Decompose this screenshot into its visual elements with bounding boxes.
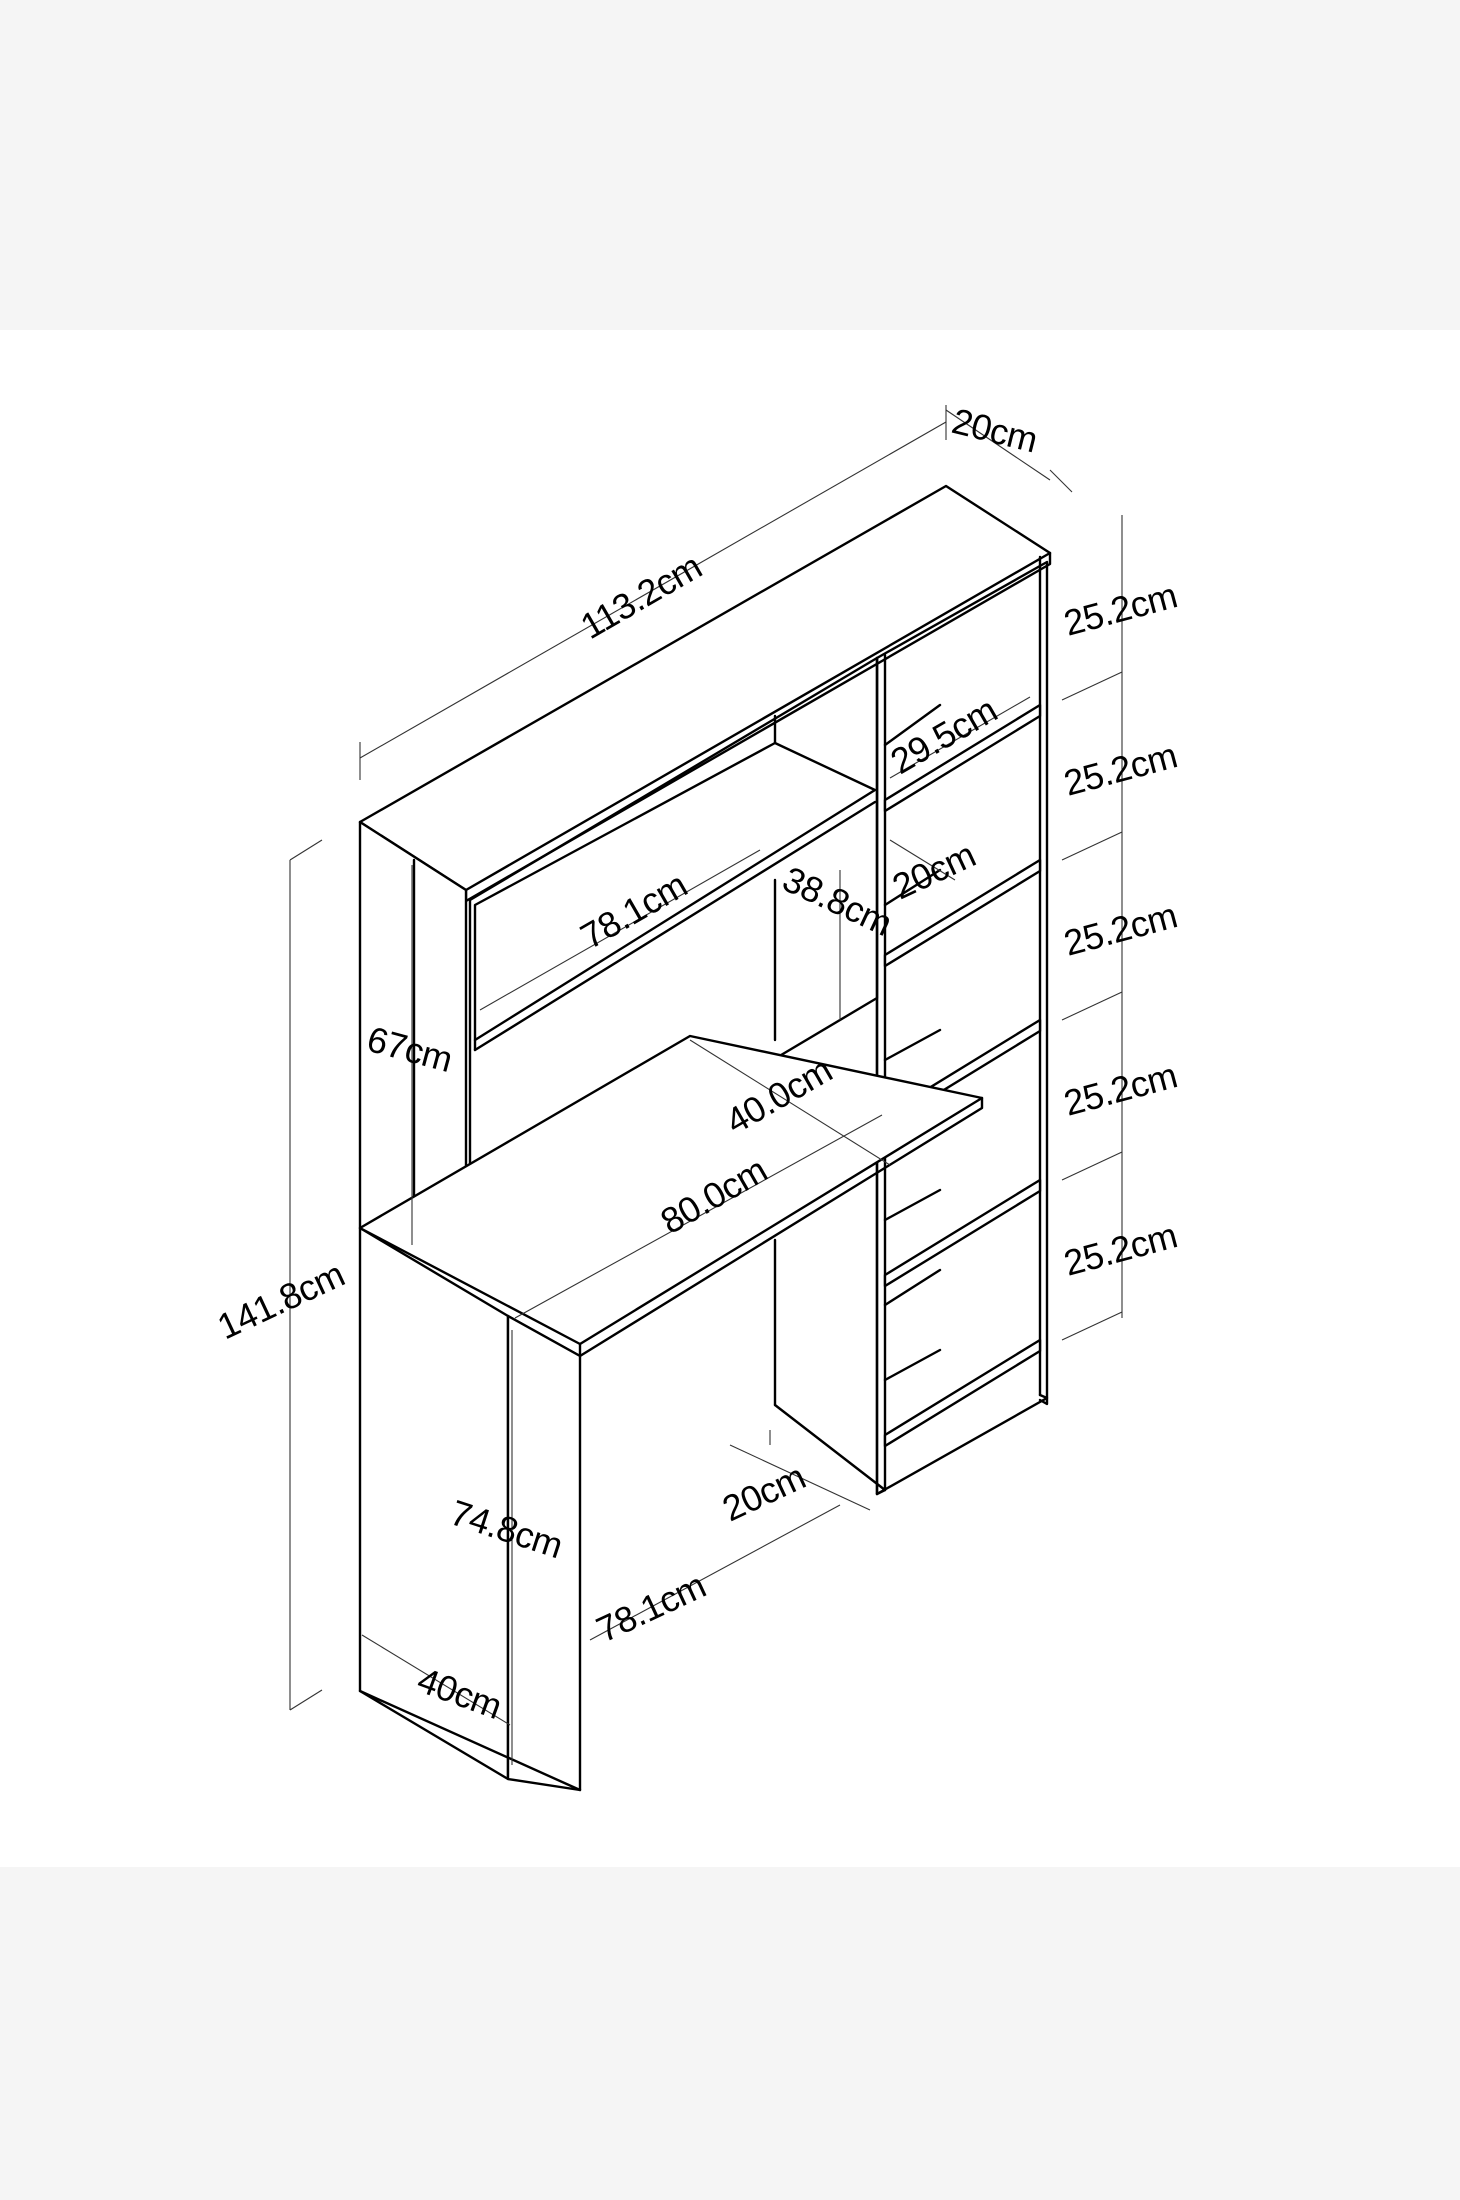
bookcase-shelves <box>883 703 1042 1448</box>
dimension-lines <box>289 405 1123 1765</box>
label-shelf-height-2: 25.2cm <box>1059 734 1181 803</box>
label-leg-span: 78.1cm <box>590 1564 712 1650</box>
label-shelf-height-3: 25.2cm <box>1059 894 1181 963</box>
label-shelf-depth: 20cm <box>948 400 1041 461</box>
label-total-width: 113.2cm <box>574 545 709 646</box>
label-shelf-height-4: 25.2cm <box>1059 1054 1181 1123</box>
desk-dimension-drawing: 113.2cm 20cm 25.2cm 25.2cm 25.2cm 25.2cm… <box>211 400 1181 1792</box>
desk-outline <box>358 484 1052 1792</box>
diagram-canvas: 113.2cm 20cm 25.2cm 25.2cm 25.2cm 25.2cm… <box>0 330 1460 1867</box>
hutch-shelf <box>473 741 877 1042</box>
label-leg-depth: 20cm <box>716 1456 811 1530</box>
label-shelf-height-1: 25.2cm <box>1059 574 1181 643</box>
label-total-height: 141.8cm <box>211 1253 350 1347</box>
label-shelf-height-5: 25.2cm <box>1059 1214 1181 1283</box>
